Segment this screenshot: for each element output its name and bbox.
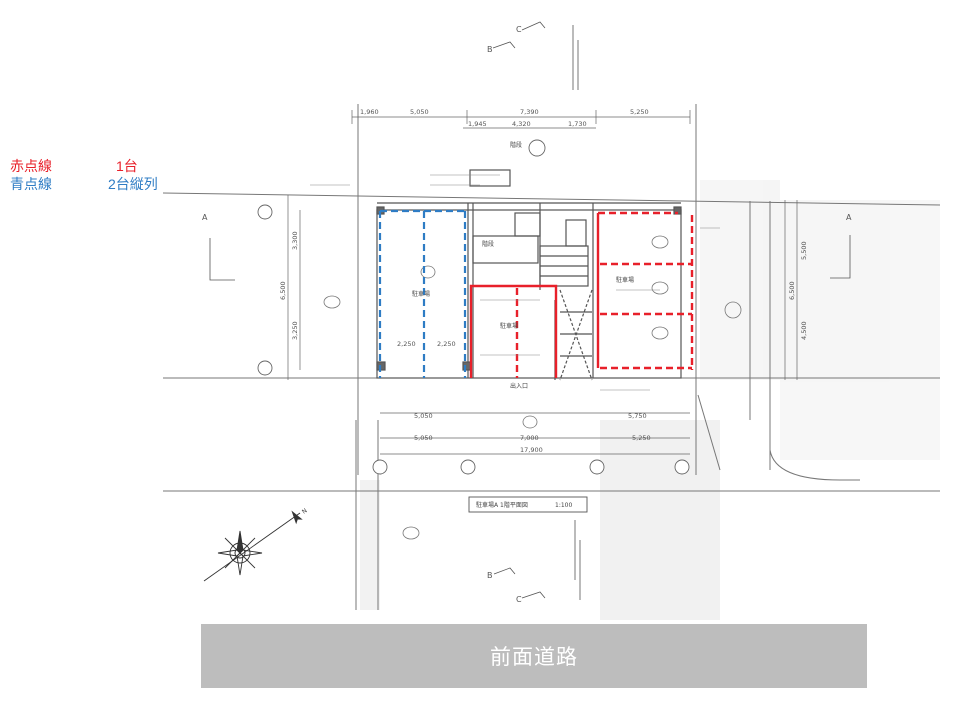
north-arrow-icon: N bbox=[291, 507, 309, 525]
dim-top2-1: 1,945 bbox=[468, 120, 487, 128]
dim-top-1: 1,960 bbox=[360, 108, 379, 116]
dim-bottom2-3: 5,250 bbox=[632, 434, 651, 442]
section-a-left: A bbox=[202, 213, 208, 222]
north-label: N bbox=[301, 507, 309, 515]
dim-left-2: 3,300 bbox=[291, 231, 299, 250]
legend-red-value: 1台 bbox=[116, 158, 138, 174]
dim-top-4: 5,250 bbox=[630, 108, 649, 116]
dim-bottom-2: 5,750 bbox=[628, 412, 647, 420]
legend-blue-value: 2台縦列 bbox=[108, 176, 158, 192]
red-parking-zone bbox=[469, 211, 694, 378]
annotation-entrance: 出入口 bbox=[510, 382, 528, 390]
spot-markers bbox=[323, 235, 742, 540]
section-a-right: A bbox=[846, 213, 852, 222]
dim-bottom-1: 5,050 bbox=[414, 412, 433, 420]
title-block: 駐車場A 1階平面図 1:100 bbox=[468, 496, 588, 513]
blue-parking-zone bbox=[378, 209, 467, 378]
annotations: 階段 階段 駐車場 駐車場 駐車場 出入口 bbox=[310, 141, 720, 391]
section-c-top: C bbox=[516, 25, 522, 34]
dim-top-2: 5,050 bbox=[410, 108, 429, 116]
dim-bottom2-1: 5,050 bbox=[414, 434, 433, 442]
section-b-bottom: B bbox=[487, 571, 493, 580]
dim-bottom2-2: 7,000 bbox=[520, 434, 539, 442]
dim-right-1: 6,500 bbox=[788, 281, 796, 300]
dim-interior-1: 2,250 bbox=[397, 340, 416, 348]
dim-top2-3: 1,730 bbox=[568, 120, 587, 128]
annotation-parking-mid: 駐車場 bbox=[500, 322, 518, 330]
road-label: 前面道路 bbox=[201, 624, 867, 688]
annotation-top: 階段 bbox=[510, 141, 522, 149]
section-labels: A A C B B C bbox=[202, 25, 852, 604]
compass-rose-icon bbox=[203, 512, 301, 582]
legend-row-red: 赤点線 1台 bbox=[10, 157, 196, 175]
dim-top2-2: 4,320 bbox=[512, 120, 531, 128]
dim-left-1: 6,500 bbox=[279, 281, 287, 300]
scan-noise bbox=[360, 180, 940, 620]
dim-interior-2: 2,250 bbox=[437, 340, 456, 348]
section-markers bbox=[209, 21, 851, 599]
legend: 赤点線 1台 青点線 2台縦列 bbox=[10, 157, 196, 193]
legend-blue-label: 青点線 bbox=[10, 176, 52, 192]
grid-bubbles bbox=[257, 139, 690, 475]
dim-top-3: 7,390 bbox=[520, 108, 539, 116]
dim-bottom-total: 17,900 bbox=[520, 446, 543, 454]
section-c-bottom: C bbox=[516, 595, 522, 604]
dim-right-3: 4,500 bbox=[800, 321, 808, 340]
annotation-stairs: 階段 bbox=[482, 240, 494, 248]
title-block-name: 駐車場A 1階平面図 bbox=[476, 501, 528, 509]
dimension-texts: 1,960 5,050 7,390 5,250 1,945 4,320 1,73… bbox=[279, 108, 808, 454]
section-b-top: B bbox=[487, 45, 493, 54]
dim-right-2: 5,500 bbox=[800, 241, 808, 260]
title-block-scale: 1:100 bbox=[555, 502, 572, 509]
annotation-parking-left: 駐車場 bbox=[412, 290, 430, 298]
legend-red-label: 赤点線 bbox=[10, 158, 52, 174]
annotation-parking-right: 駐車場 bbox=[616, 276, 634, 284]
legend-row-blue: 青点線 2台縦列 bbox=[10, 175, 196, 193]
building-outline bbox=[376, 169, 682, 381]
dim-left-3: 3,250 bbox=[291, 321, 299, 340]
dimension-lines bbox=[287, 110, 798, 455]
